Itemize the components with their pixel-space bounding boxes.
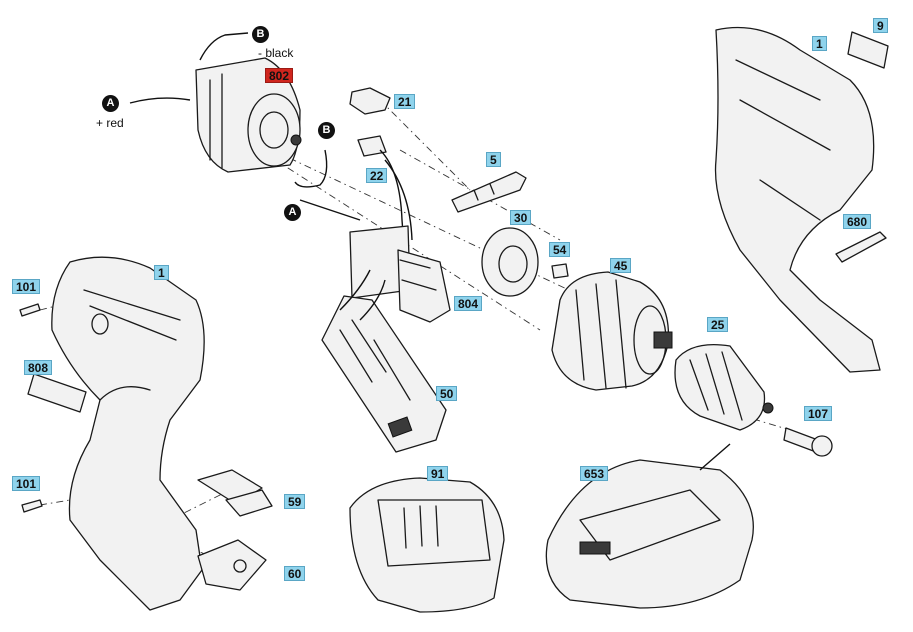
- left-housing-drawing: [51, 256, 205, 611]
- part-tag-5: 5: [486, 152, 501, 167]
- wire-badge-b-top: B: [252, 26, 269, 43]
- wire-note-black: - black: [258, 46, 294, 60]
- part-tag-101-bottom: 101: [12, 476, 41, 491]
- part-tag-30: 30: [510, 210, 532, 225]
- ring-and-screw-drawing: [481, 227, 569, 297]
- circuit-board-drawing: [321, 269, 447, 453]
- part-tag-808: 808: [24, 360, 53, 375]
- part-tag-653: 653: [580, 466, 609, 481]
- part-tag-21: 21: [394, 94, 416, 109]
- part-tag-59: 59: [284, 494, 306, 509]
- screws-101-drawing: [19, 303, 43, 513]
- wire-badge-a-mid: A: [284, 204, 301, 221]
- part-tag-54: 54: [549, 242, 571, 257]
- small-parts-top: [349, 87, 527, 213]
- wire-note-red: + red: [96, 116, 124, 130]
- screwdriver-bit-drawing: [835, 231, 887, 263]
- part-tag-1-left: 1: [154, 265, 169, 280]
- gearbox-drawing: [551, 271, 673, 391]
- wire-badge-a-left: A: [102, 95, 119, 112]
- part-tag-22: 22: [366, 168, 388, 183]
- charger-drawing: [545, 443, 754, 609]
- part-tag-25: 25: [707, 317, 729, 332]
- part-tag-50: 50: [436, 386, 458, 401]
- chuck-and-screw-drawing: [674, 343, 833, 457]
- motor-drawing: [129, 32, 328, 188]
- part-tag-107: 107: [804, 406, 833, 421]
- part-tag-91: 91: [427, 466, 449, 481]
- label-plates-drawing: [27, 31, 889, 413]
- part-tag-680: 680: [843, 214, 872, 229]
- part-tag-45: 45: [610, 258, 632, 273]
- wire-badge-b-mid: B: [318, 122, 335, 139]
- part-tag-1-right: 1: [812, 36, 827, 51]
- part-tag-101-top: 101: [12, 279, 41, 294]
- part-tag-802: 802: [265, 68, 294, 83]
- part-tag-9: 9: [873, 18, 888, 33]
- right-housing-drawing: [714, 26, 881, 373]
- part-tag-60: 60: [284, 566, 306, 581]
- part-tag-804: 804: [454, 296, 483, 311]
- contact-parts-drawing: [197, 469, 273, 591]
- battery-drawing: [349, 477, 505, 613]
